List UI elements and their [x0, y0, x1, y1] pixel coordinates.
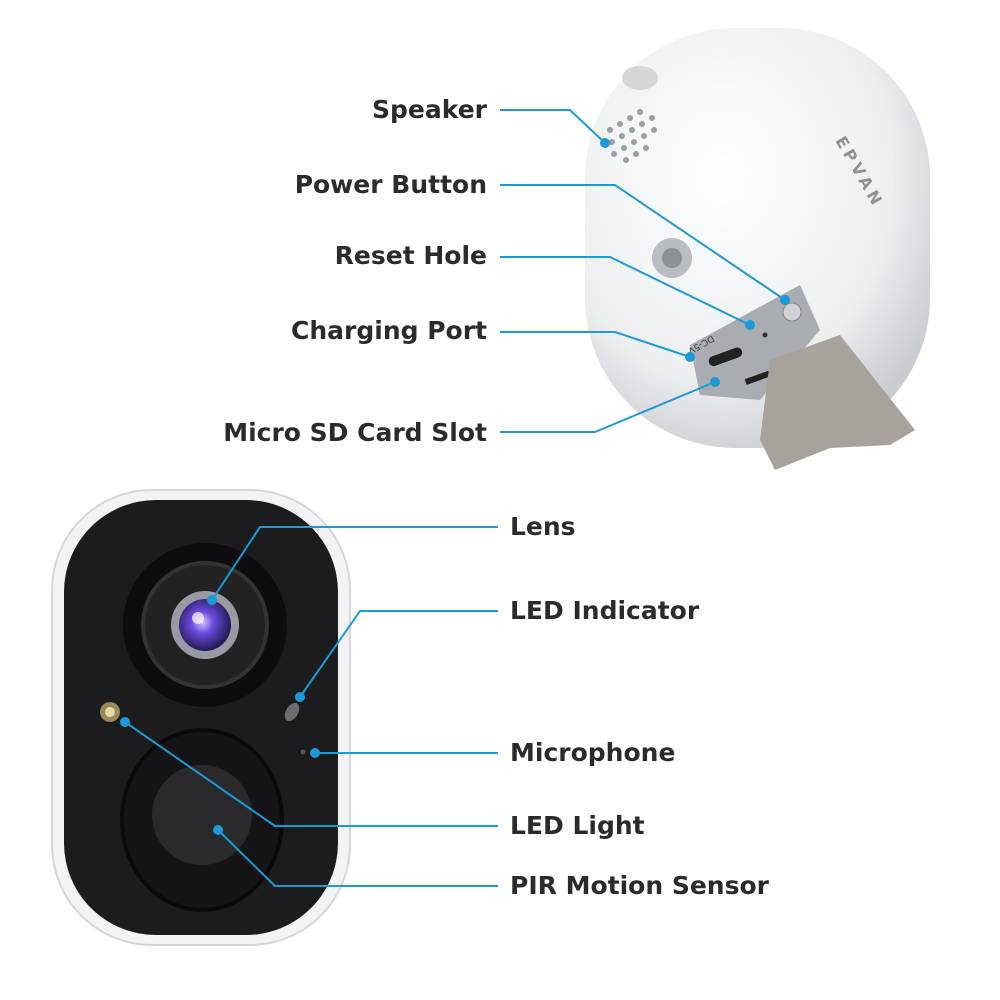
camera-back-view: DC-5V EPVAN [585, 28, 930, 470]
label-reset-hole: Reset Hole [334, 241, 487, 270]
callout-sd-slot [500, 381, 716, 433]
label-speaker: Speaker [372, 95, 487, 124]
label-lens: Lens [510, 512, 576, 541]
lens [179, 599, 231, 651]
label-power-button: Power Button [294, 170, 487, 199]
callout-dots [120, 138, 790, 835]
rubber-flap [760, 335, 915, 470]
callout-speaker [500, 109, 606, 144]
callout-led-light [124, 721, 498, 827]
usb-c-port [708, 347, 743, 367]
sd-slot [744, 370, 771, 385]
callout-power-button [500, 184, 786, 301]
power-button [782, 302, 802, 322]
microphone-hole [300, 749, 306, 755]
callout-charging-port [500, 331, 691, 358]
label-led-indicator: LED Indicator [510, 596, 700, 625]
led-indicator [284, 702, 300, 722]
callout-pir [217, 829, 498, 887]
callout-lens [211, 526, 498, 601]
callout-reset-hole [500, 256, 751, 326]
label-led-light: LED Light [510, 811, 645, 840]
label-charging-port: Charging Port [291, 316, 487, 345]
reset-hole [762, 332, 768, 338]
speaker-grille [607, 109, 657, 163]
camera-front-view [51, 489, 351, 946]
label-pir-sensor: PIR Motion Sensor [510, 871, 769, 900]
callout-lines [124, 109, 786, 887]
label-sd-slot: Micro SD Card Slot [223, 418, 487, 447]
label-microphone: Microphone [510, 738, 676, 767]
top-mount [622, 66, 658, 90]
callout-led-indicator [299, 610, 498, 698]
